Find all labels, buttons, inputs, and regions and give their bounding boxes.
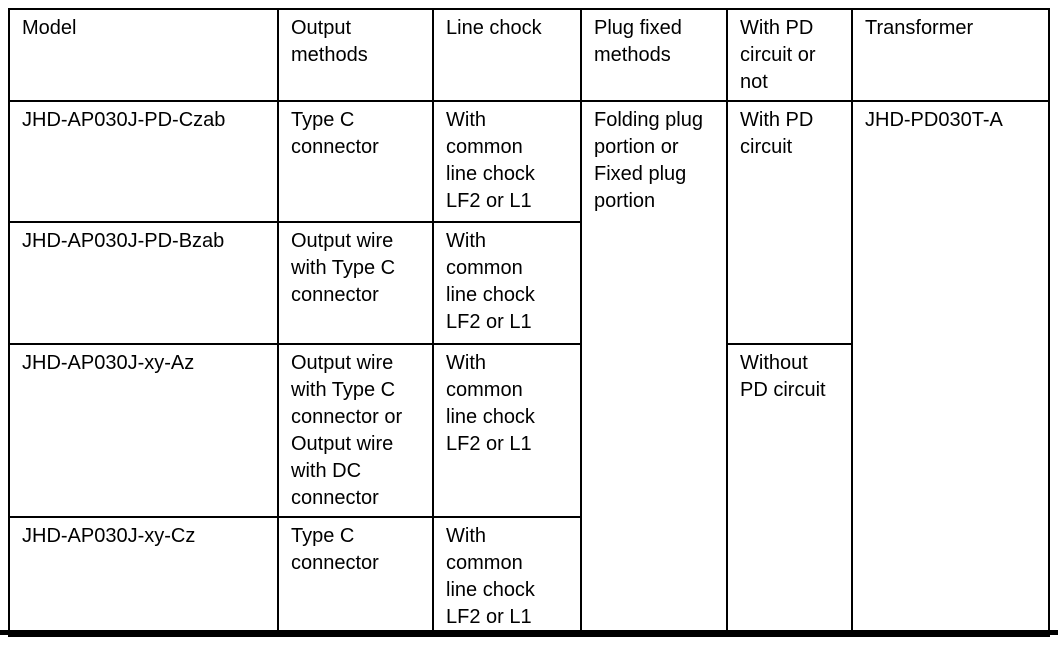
line-chock-cell: With common line chock LF2 or L1 <box>432 516 582 637</box>
table-row: JHD-AP030J-PD-Bzab Output wire with Type… <box>8 221 1049 345</box>
bottom-rule <box>0 630 1058 635</box>
model-cell: JHD-AP030J-PD-Czab <box>8 100 279 223</box>
line-chock-cell: With common line chock LF2 or L1 <box>432 100 582 223</box>
without-pd-circuit-cell: Without PD circuit <box>726 343 853 637</box>
transformer-cell: JHD-PD030T-A <box>851 100 1050 637</box>
output-methods-cell: Type C connector <box>277 100 434 223</box>
model-cell: JHD-AP030J-xy-Cz <box>8 516 279 637</box>
header-transformer: Transformer <box>851 8 1050 102</box>
header-pd-circuit: With PD circuit or not <box>726 8 853 102</box>
table-row: JHD-AP030J-xy-Cz Type C connector With c… <box>8 516 1049 637</box>
with-pd-circuit-cell: With PD circuit <box>726 100 853 345</box>
model-cell: JHD-AP030J-PD-Bzab <box>8 221 279 345</box>
header-model: Model <box>8 8 279 102</box>
header-line-chock: Line chock <box>432 8 582 102</box>
line-chock-cell: With common line chock LF2 or L1 <box>432 343 582 518</box>
spec-table: Model Output methods Line chock Plug fix… <box>8 8 1050 637</box>
header-plug-fixed-methods: Plug fixed methods <box>580 8 728 102</box>
model-cell: JHD-AP030J-xy-Az <box>8 343 279 518</box>
output-methods-cell: Output wire with Type C connector or Out… <box>277 343 434 518</box>
header-output-methods: Output methods <box>277 8 434 102</box>
line-chock-cell: With common line chock LF2 or L1 <box>432 221 582 345</box>
output-methods-cell: Output wire with Type C connector <box>277 221 434 345</box>
table-row: JHD-AP030J-xy-Az Output wire with Type C… <box>8 343 1049 637</box>
plug-fixed-methods-cell: Folding plug portion or Fixed plug porti… <box>580 100 728 637</box>
output-methods-cell: Type C connector <box>277 516 434 637</box>
table-row: JHD-AP030J-PD-Czab Type C connector With… <box>8 100 1050 637</box>
header-row: Model Output methods Line chock Plug fix… <box>8 8 1050 102</box>
